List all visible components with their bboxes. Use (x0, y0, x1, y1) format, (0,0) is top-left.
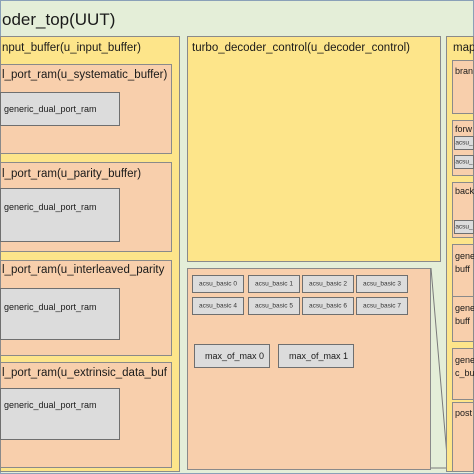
map-gene-cbu-label: gene c_bu (455, 355, 474, 378)
parity-generic-ram-label: generic_dual_port_ram (4, 202, 97, 212)
map-title: map (453, 42, 474, 54)
acsu-basic-0: acsu_basic 0 (192, 275, 244, 293)
extrinsic-generic-ram (0, 388, 120, 440)
interleaved-generic-ram-label: generic_dual_port_ram (4, 302, 97, 312)
map-forw-acsu-1: acsu_ (454, 155, 474, 169)
max-of-max-0: max_of_max 0 (194, 344, 270, 368)
map-forw-label: forw (455, 124, 473, 134)
acsu-basic-1: acsu_basic 1 (248, 275, 300, 293)
acsu-basic-4: acsu_basic 4 (192, 297, 244, 315)
acsu-basic-5: acsu_basic 5 (248, 297, 300, 315)
max-of-max-1-label: max_of_max 1 (289, 351, 349, 361)
extrinsic-data-title: l_port_ram(u_extrinsic_data_buf (2, 367, 167, 379)
acsu-basic-2: acsu_basic 2 (302, 275, 354, 293)
map-gene-buff-1-label: gene buff (455, 251, 474, 274)
map-post-label: post (455, 408, 473, 418)
parity-buffer-title: l_port_ram(u_parity_buffer) (2, 168, 142, 180)
map-bran-label: bran (455, 66, 474, 76)
acsu-basic-3: acsu_basic 3 (356, 275, 408, 293)
acsu-basic-6: acsu_basic 6 (302, 297, 354, 315)
systematic-buffer-title: l_port_ram(u_systematic_buffer) (2, 69, 168, 81)
interleaved-parity-title: l_port_ram(u_interleaved_parity (2, 264, 165, 276)
map-forw-acsu-0: acsu_ (454, 136, 474, 150)
max-of-max-0-label: max_of_max 0 (205, 351, 265, 361)
map-gene-buff-2-label: gene buff (455, 303, 474, 326)
top-title: oder_top(UUT) (2, 10, 116, 29)
decoder-control-block (187, 36, 441, 262)
parity-generic-ram (0, 188, 120, 242)
extrinsic-generic-ram-label: generic_dual_port_ram (4, 400, 97, 410)
decoder-control-title: turbo_decoder_control(u_decoder_control) (192, 42, 411, 54)
acsu-basic-7: acsu_basic 7 (356, 297, 408, 315)
map-back-label: back (455, 186, 474, 196)
interleaved-generic-ram (0, 288, 120, 340)
map-back-acsu-0: acsu_ (454, 220, 474, 234)
max-of-max-1: max_of_max 1 (278, 344, 354, 368)
systematic-generic-ram-label: generic_dual_port_ram (4, 104, 97, 114)
input-buffer-title: nput_buffer(u_input_buffer) (2, 42, 141, 54)
systematic-generic-ram (0, 92, 120, 126)
